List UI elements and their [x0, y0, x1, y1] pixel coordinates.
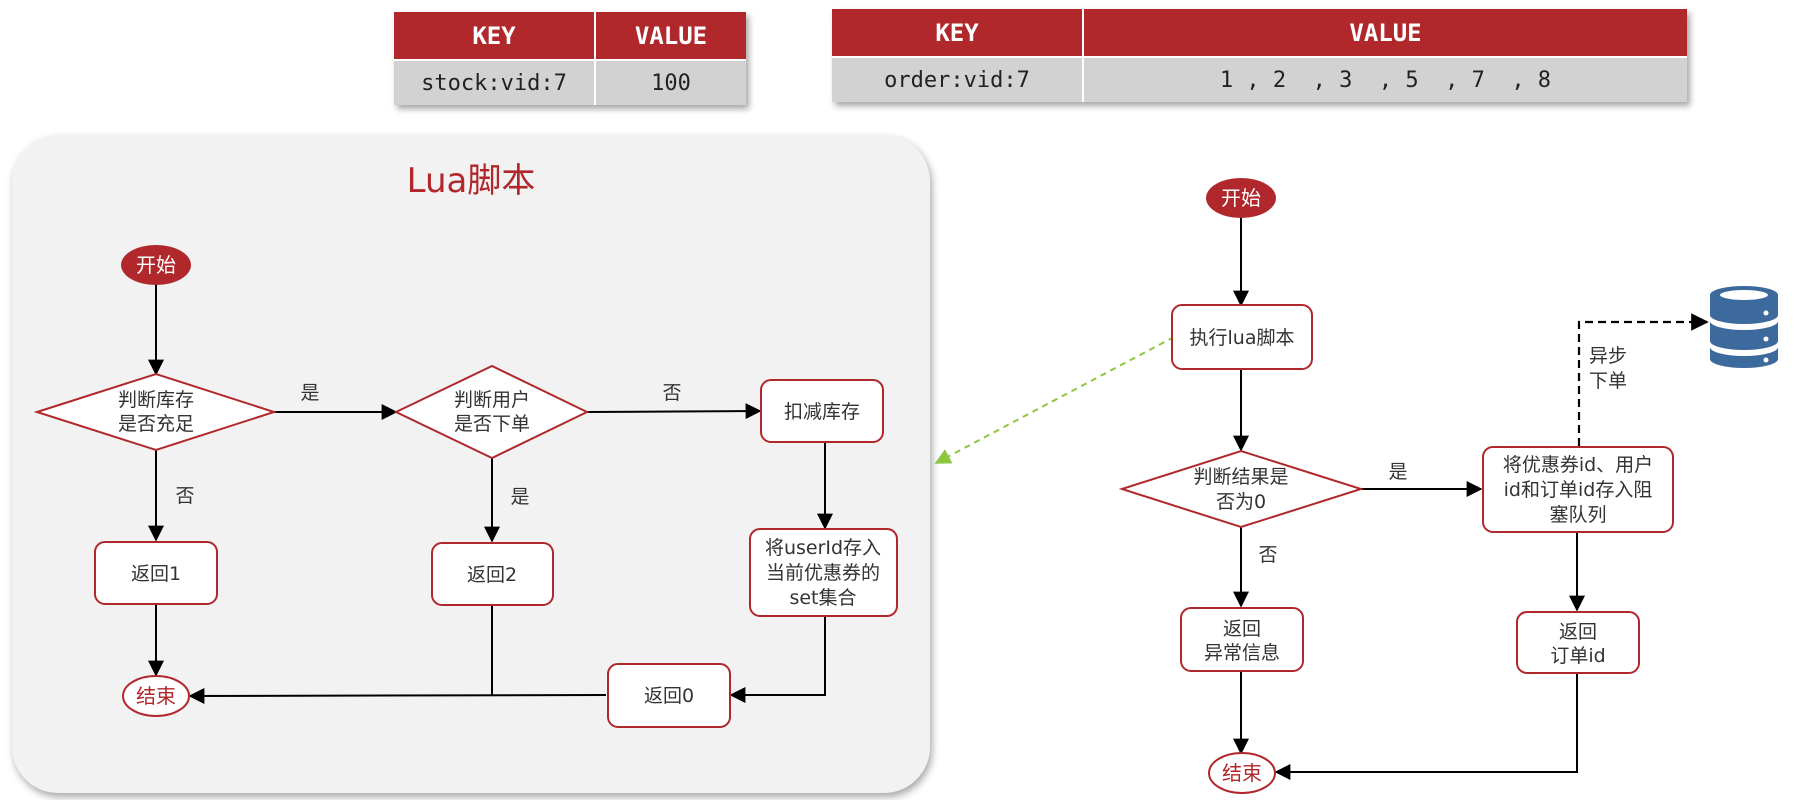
- yes-label: 是: [1388, 461, 1407, 483]
- connector: [586, 403, 762, 420]
- return-error-box: 返回 异常信息: [1180, 607, 1304, 672]
- exec-lua-box: 执行lua脚本: [1171, 304, 1313, 370]
- svg-text:执行lua脚本: 执行lua脚本: [1190, 327, 1295, 349]
- svg-text:塞队列: 塞队列: [1549, 504, 1606, 526]
- main-end-node: 结束: [1208, 752, 1276, 794]
- lua-connectors: [148, 285, 833, 704]
- svg-text:返回0: 返回0: [644, 685, 694, 707]
- return-order-box: 返回 订单id: [1516, 611, 1640, 674]
- no-label: 否: [662, 382, 681, 404]
- save-user-box: 将userId存入 当前优惠券的 set集合: [749, 528, 898, 617]
- check-user-decision: 判断用户 是否下单: [393, 364, 590, 460]
- connector: [1274, 674, 1578, 780]
- svg-text:结束: 结束: [1222, 761, 1262, 785]
- svg-text:开始: 开始: [1221, 186, 1261, 210]
- svg-text:是否下单: 是否下单: [454, 413, 530, 435]
- return0-box: 返回0: [607, 663, 731, 728]
- table-header-row: KEY VALUE: [832, 9, 1687, 57]
- async-connector: [1577, 313, 1709, 446]
- value-header: VALUE: [1083, 9, 1687, 57]
- svg-text:将userId存入: 将userId存入: [765, 537, 881, 559]
- value-header: VALUE: [595, 12, 746, 60]
- svg-text:将优惠券id、用户: 将优惠券id、用户: [1503, 454, 1653, 476]
- svg-text:返回1: 返回1: [131, 563, 181, 585]
- order-value-cell: 1 , 2 , 3 , 5 , 7 , 8: [1083, 56, 1687, 102]
- svg-text:返回: 返回: [1559, 621, 1597, 643]
- stock-value-cell: 100: [595, 59, 746, 105]
- svg-text:当前优惠券的: 当前优惠券的: [766, 562, 880, 584]
- svg-text:set集合: set集合: [789, 587, 856, 609]
- svg-text:是否充足: 是否充足: [118, 413, 194, 435]
- svg-text:返回2: 返回2: [467, 564, 517, 586]
- yes-label: 是: [300, 382, 319, 404]
- svg-text:异常信息: 异常信息: [1204, 642, 1280, 664]
- table-row: order:vid:7 1 , 2 , 3 , 5 , 7 , 8: [832, 56, 1687, 102]
- connector: [729, 616, 826, 703]
- table-row: stock:vid:7 100: [394, 59, 746, 105]
- svg-text:结束: 结束: [136, 684, 176, 708]
- stock-key-cell: stock:vid:7: [394, 59, 596, 105]
- database-icon: [1710, 286, 1778, 368]
- main-start-node: 开始: [1206, 178, 1276, 218]
- svg-text:返回: 返回: [1223, 618, 1261, 640]
- async-label: 下单: [1589, 370, 1627, 392]
- connector: [188, 687, 607, 704]
- lua-end-node: 结束: [122, 675, 190, 717]
- svg-text:订单id: 订单id: [1550, 645, 1605, 667]
- lua-link-connector: [934, 336, 1175, 464]
- return1-box: 返回1: [94, 541, 218, 605]
- order-key-cell: order:vid:7: [832, 56, 1084, 102]
- table-header-row: KEY VALUE: [394, 12, 746, 60]
- svg-text:判断用户: 判断用户: [454, 389, 530, 411]
- svg-text:否为0: 否为0: [1216, 491, 1266, 513]
- key-header: KEY: [394, 12, 596, 60]
- return2-box: 返回2: [431, 542, 554, 606]
- lua-panel-title: Lua脚本: [407, 161, 536, 201]
- save-queue-box: 将优惠券id、用户 id和订单id存入阻 塞队列: [1482, 446, 1674, 533]
- lua-start-node: 开始: [121, 245, 191, 285]
- main-connectors: [934, 217, 1709, 780]
- svg-text:扣减库存: 扣减库存: [784, 401, 860, 423]
- order-table: KEY VALUE order:vid:7 1 , 2 , 3 , 5 , 7 …: [832, 9, 1687, 102]
- yes-label: 是: [510, 486, 529, 508]
- check-result-decision: 判断结果是 否为0: [1118, 449, 1365, 529]
- svg-text:开始: 开始: [136, 253, 176, 277]
- svg-text:判断结果是: 判断结果是: [1193, 466, 1288, 488]
- svg-text:id和订单id存入阻: id和订单id存入阻: [1504, 479, 1653, 501]
- deduct-stock-box: 扣减库存: [760, 379, 884, 443]
- check-stock-decision: 判断库存 是否充足: [33, 372, 278, 452]
- key-header: KEY: [832, 9, 1084, 57]
- async-label: 异步: [1589, 345, 1627, 367]
- no-label: 否: [175, 485, 194, 507]
- svg-text:判断库存: 判断库存: [118, 389, 194, 411]
- stock-table: KEY VALUE stock:vid:7 100: [394, 12, 746, 105]
- no-label: 否: [1258, 544, 1277, 566]
